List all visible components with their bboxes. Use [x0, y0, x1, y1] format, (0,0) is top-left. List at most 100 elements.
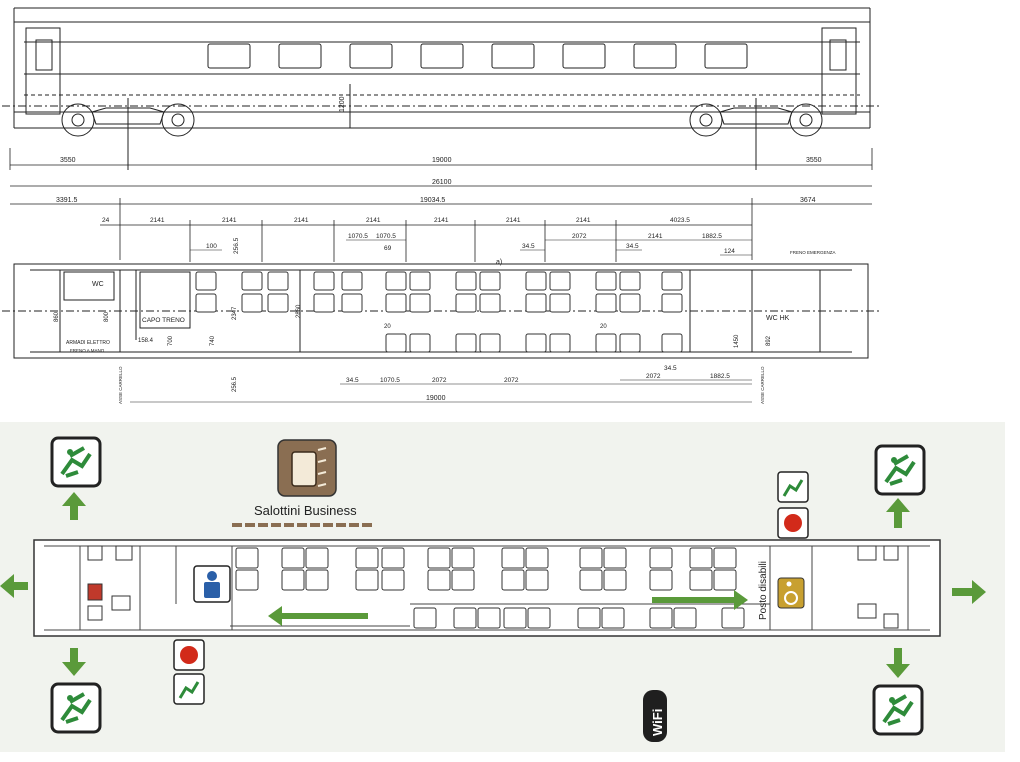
technical-drawing: 1200 3550 19000 3550 26100 3391.5 19034.…	[0, 0, 885, 415]
plan-seat	[341, 271, 363, 291]
passenger-seat	[453, 607, 477, 629]
plan-seat	[479, 333, 501, 353]
passenger-seat	[713, 569, 737, 591]
plan-dim-9: 1450	[734, 334, 740, 348]
plan-seat	[549, 333, 571, 353]
passenger-seat	[577, 607, 601, 629]
plan-seat	[385, 333, 407, 353]
dim-bottom-6: 1882.5	[710, 373, 730, 380]
passenger-seat	[281, 569, 305, 591]
dim-bottom	[130, 379, 752, 403]
dim-row3-8: 4023.5	[670, 217, 690, 224]
plan-seat	[479, 293, 501, 313]
passenger-seats	[235, 547, 745, 629]
plan-seat	[619, 293, 641, 313]
arrow-down-left-icon	[62, 648, 86, 676]
plan-seat	[525, 333, 547, 353]
emergency-exit-icon	[50, 436, 102, 488]
dim-row4-0: 100	[206, 243, 217, 250]
plan-dim-6: 2860	[296, 304, 302, 318]
plan-dim-10: 892	[766, 335, 772, 346]
passenger-seat	[603, 569, 627, 591]
wifi-label: WiFi	[650, 709, 665, 736]
plan-seat	[661, 333, 683, 353]
dim-row3-0: 24	[102, 217, 110, 224]
passenger-seat	[579, 547, 603, 569]
bottom-total: 19000	[426, 395, 446, 402]
plan-dim-2: 158.4	[138, 338, 154, 344]
label-a-mark: a)	[496, 259, 502, 266]
posto-disabili-label: Posto disabili	[758, 561, 769, 620]
dim-row2-right: 3674	[800, 197, 816, 204]
passenger-seat	[355, 547, 379, 569]
passenger-plan: Salottini Business	[0, 422, 1005, 752]
passenger-seat	[579, 569, 603, 591]
plan-seat	[455, 333, 477, 353]
dim-row4-8: 1882.5	[702, 233, 722, 240]
plan-seat	[313, 271, 335, 291]
dim-row3-2: 2141	[222, 217, 237, 224]
label-wc: WC	[92, 281, 104, 288]
label-freno-emergenza: FRENO EMERGENZA	[790, 250, 836, 255]
arrow-up-left-icon	[62, 492, 86, 520]
emergency-exit-icon	[874, 444, 926, 496]
passenger-seat	[381, 547, 405, 569]
passenger-seat	[451, 547, 475, 569]
passenger-seat	[501, 569, 525, 591]
overall-length: 26100	[432, 179, 452, 186]
dim-row4-10: 124	[724, 248, 735, 255]
dim-row3-7: 2141	[576, 217, 591, 224]
plan-seat	[619, 333, 641, 353]
passenger-seat	[603, 547, 627, 569]
passenger-seat	[281, 547, 305, 569]
corridor-arrow-right-icon	[652, 590, 748, 610]
dim-row-2	[10, 198, 872, 260]
plan-seat	[525, 271, 547, 291]
passenger-seat	[413, 607, 437, 629]
plan-seat	[195, 293, 217, 313]
small-exit-icon	[173, 673, 205, 705]
plan-seat	[409, 293, 431, 313]
dim-row1-mid: 19000	[432, 157, 452, 164]
passenger-seat	[649, 607, 673, 629]
plan-dim-3: 700	[168, 335, 174, 346]
passenger-seat	[527, 607, 551, 629]
passenger-seat	[649, 547, 673, 569]
plan-seat	[549, 293, 571, 313]
label-wc-hk: WC HK	[766, 315, 790, 322]
plan-seat	[241, 293, 263, 313]
passenger-seat	[305, 547, 329, 569]
alarm-button-icon	[777, 507, 809, 539]
dim-row4-2: 1070.5	[348, 233, 368, 240]
dim-row4-9: 34.5	[626, 243, 639, 250]
plan-seat	[661, 293, 683, 313]
plan-seat	[409, 333, 431, 353]
arrow-up-right-icon	[886, 498, 910, 528]
side-elevation	[2, 7, 882, 170]
dim-row3-4: 2141	[366, 217, 381, 224]
plan-seat	[385, 293, 407, 313]
passenger-seat	[381, 569, 405, 591]
plan-seat	[525, 293, 547, 313]
floor-plan	[2, 263, 882, 359]
dim-row2-left: 3391.5	[56, 197, 78, 204]
label-capo-treno: CAPO TRENO	[142, 317, 185, 324]
car-interior	[44, 545, 930, 631]
dim-row1-left: 3550	[60, 157, 76, 164]
dim-bottom-4: 2072	[646, 373, 661, 380]
plan-seat	[595, 333, 617, 353]
plan-seat	[619, 271, 641, 291]
dim-bottom-3: 2072	[504, 377, 519, 384]
passenger-seat	[235, 569, 259, 591]
dim-row-3	[100, 220, 752, 262]
passenger-seat	[721, 607, 745, 629]
emergency-exit-icons	[50, 436, 926, 736]
plan-seats	[195, 271, 683, 353]
arrow-down-right-icon	[886, 648, 910, 678]
plan-seat	[549, 271, 571, 291]
dim-row-1	[9, 148, 873, 170]
passenger-seat	[649, 569, 673, 591]
passenger-seat	[525, 569, 549, 591]
dim-row4-4: 69	[384, 245, 392, 252]
